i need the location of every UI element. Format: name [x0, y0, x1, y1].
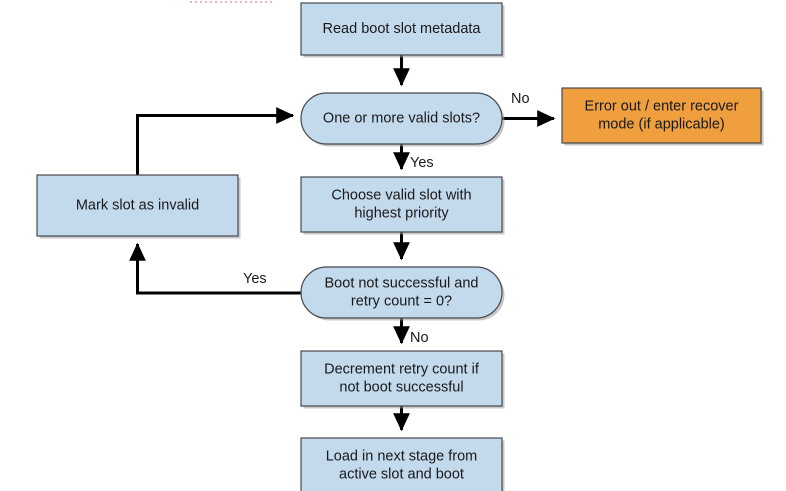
node-box[interactable] — [300, 2, 503, 56]
node-label-line: Read boot slot metadata — [323, 21, 482, 37]
edge-valid-slots-no-to-error-label: No — [511, 91, 530, 107]
node-box[interactable] — [300, 266, 503, 319]
edge-boot-check-yes-to-mark-invalid-label: Yes — [243, 271, 267, 287]
node-label-line: Load in next stage from — [326, 448, 478, 464]
node-box[interactable] — [36, 174, 239, 237]
node-decrement-retry-count[interactable]: Decrement retry count if not boot success… — [300, 350, 505, 409]
node-label-line: Error out / enter recover — [585, 98, 739, 114]
node-box[interactable] — [300, 176, 503, 233]
node-box[interactable] — [300, 350, 503, 407]
node-label-line: Mark slot as invalid — [76, 197, 199, 213]
node-box[interactable] — [300, 437, 503, 491]
edge-boot-check-yes-to-mark-invalid — [129, 242, 301, 295]
node-box[interactable] — [561, 87, 762, 144]
edges-layer — [129, 55, 556, 432]
node-mark-slot-as-invalid[interactable]: Mark slot as invalid — [36, 174, 241, 239]
node-label-line: mode (if applicable) — [598, 116, 725, 132]
node-load-next-stage[interactable]: Load in next stage from active slot and b… — [300, 437, 505, 491]
node-label-line: Choose valid slot with — [331, 187, 471, 203]
node-label-line: active slot and boot — [339, 466, 464, 482]
edge-boot-check-no-to-decrement-label: No — [410, 330, 429, 346]
node-label-line: not boot successful — [339, 379, 463, 395]
node-label-line: Decrement retry count if — [324, 361, 480, 377]
node-label-line: highest priority — [354, 205, 449, 221]
node-choose-valid-slot[interactable]: Choose valid slot with highest priority — [300, 176, 505, 235]
node-label-line: One or more valid slots? — [323, 110, 480, 126]
edge-mark-invalid-to-valid-slots — [136, 107, 295, 175]
node-read-boot-slot-metadata[interactable]: Read boot slot metadata — [300, 2, 505, 58]
node-boot-not-successful-retry-zero[interactable]: Boot not successful and retry count = 0? — [300, 266, 505, 321]
node-label-line: retry count = 0? — [351, 293, 452, 309]
node-error-out-enter-recover-mode[interactable]: Error out / enter recover mode (if applic… — [561, 87, 764, 146]
node-box[interactable] — [300, 92, 503, 145]
node-label-line: Boot not successful and — [325, 275, 479, 291]
edge-valid-slots-yes-to-choose-label: Yes — [410, 155, 434, 171]
node-one-or-more-valid-slots[interactable]: One or more valid slots? — [300, 92, 505, 147]
